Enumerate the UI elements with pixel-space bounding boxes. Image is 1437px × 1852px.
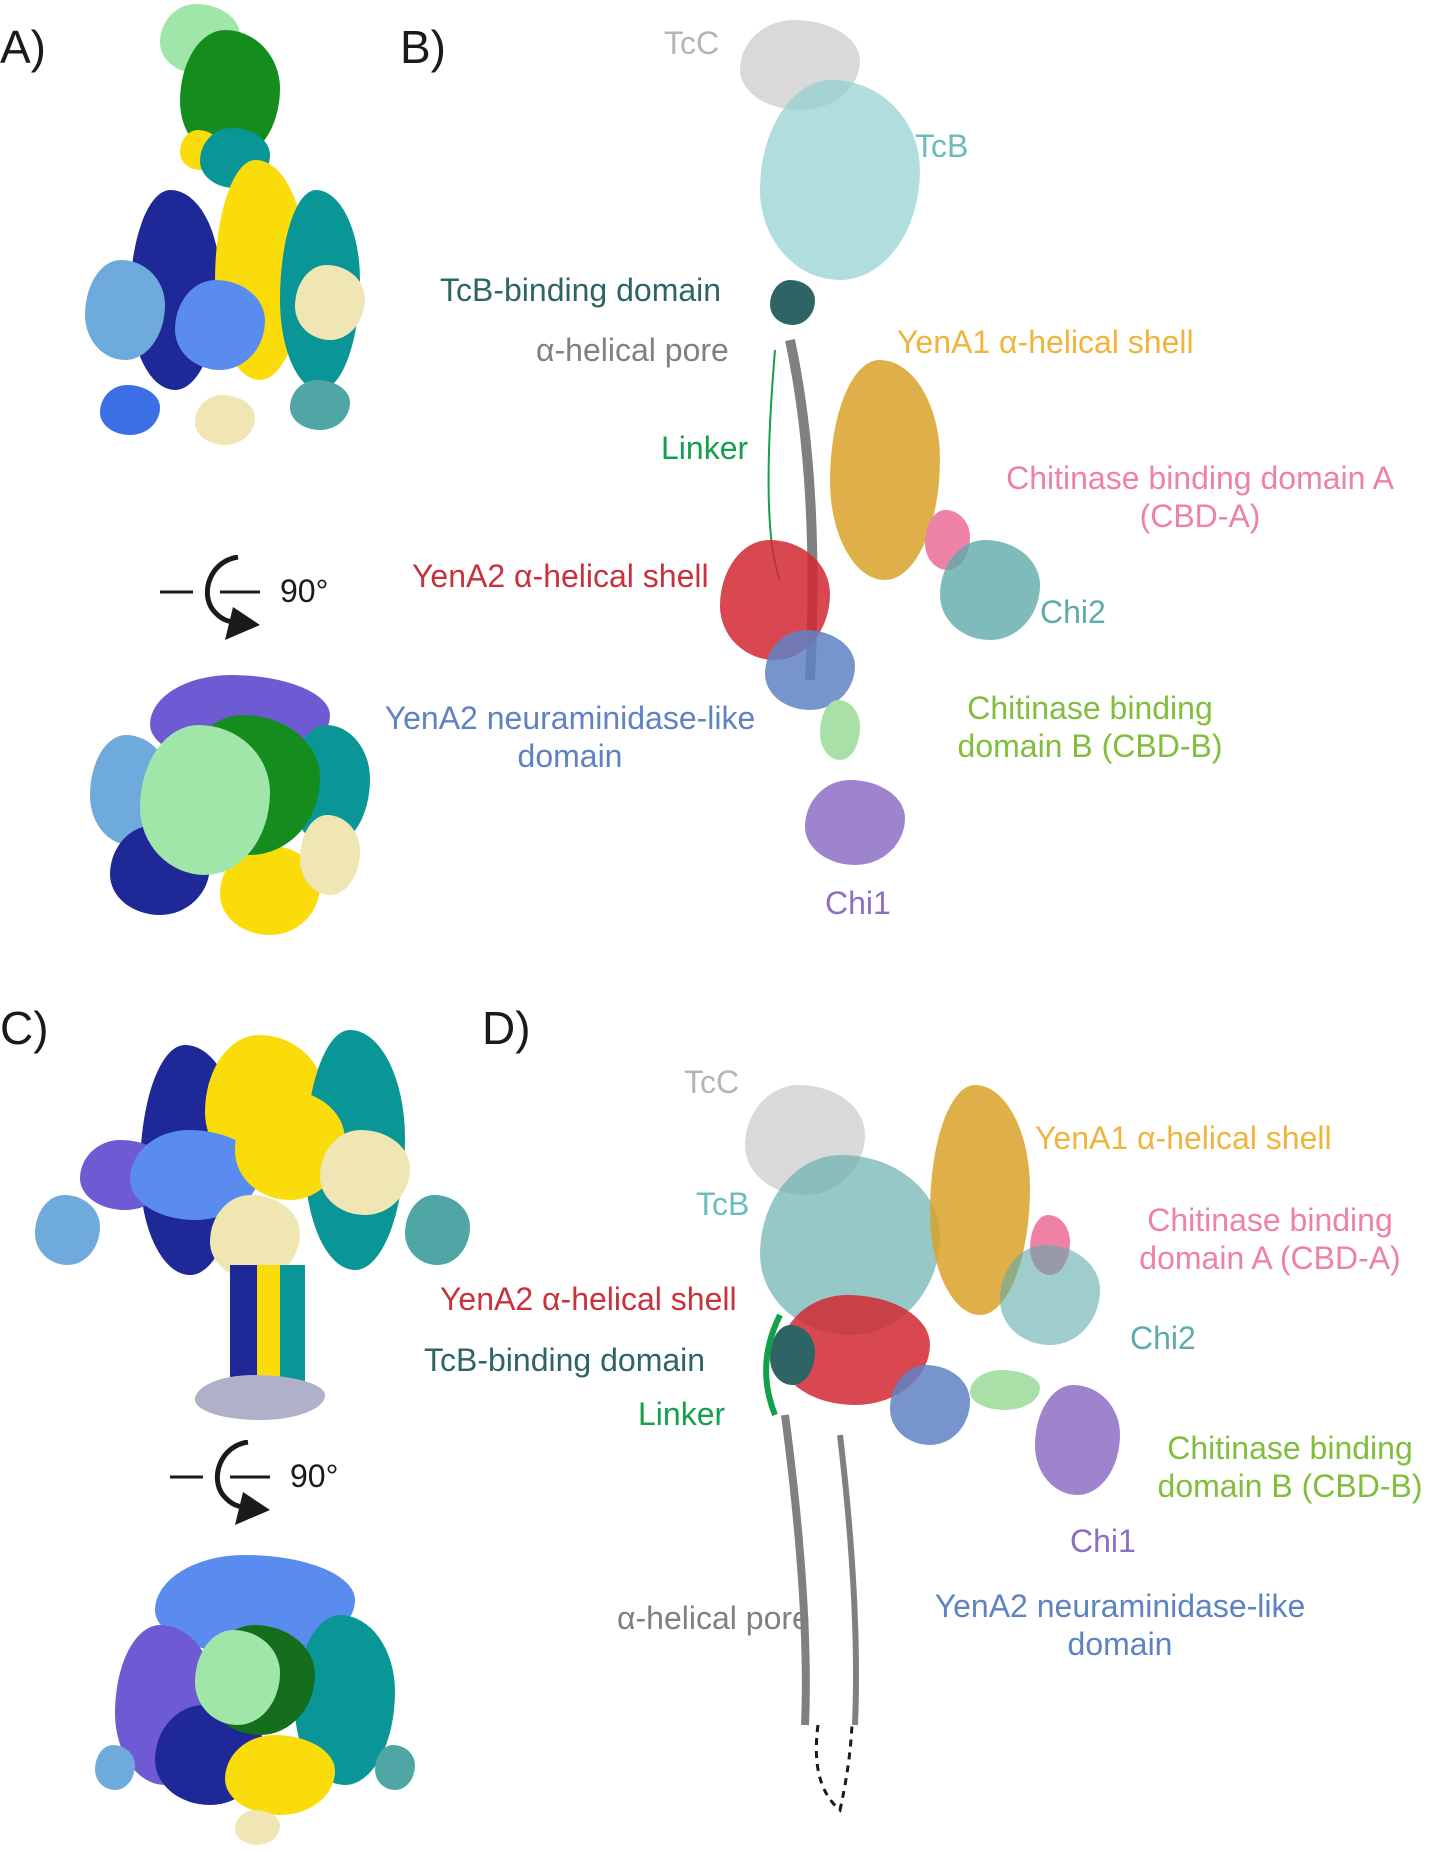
d-label-linker: Linker <box>638 1396 726 1432</box>
d-label-cbd-a-line2: domain A (CBD-A) <box>1139 1239 1401 1276</box>
b-label-cbd-a-line1: Chitinase binding domain A <box>1006 460 1394 496</box>
panel-d-letter: D) <box>482 1002 531 1054</box>
d-label-cbd-b-line2: domain B (CBD-B) <box>1157 1467 1423 1504</box>
panel-a-letter: A) <box>0 21 46 73</box>
b-label-neuraminidase-line2: domain <box>517 737 623 774</box>
d-label-cbd-a: Chitinase binding domain A (CBD-A) <box>1110 1202 1430 1278</box>
d-label-neuraminidase: YenA2 neuraminidase-like domain <box>900 1588 1340 1664</box>
b-label-tcc: TcC <box>664 25 720 61</box>
b-label-cbd-a: Chitinase binding domain A (CBD-A) <box>985 460 1415 536</box>
b-label-neuraminidase: YenA2 neuraminidase-like domain <box>360 700 780 776</box>
panel-c-letter: C) <box>0 1002 49 1054</box>
panel-c-density-map-side-view <box>35 1010 475 1450</box>
panel-b-letter: B) <box>400 21 446 73</box>
rotation-indicator-c: 90° <box>165 1440 375 1530</box>
b-label-yena1-shell: YenA1 α-helical shell <box>897 324 1194 360</box>
b-label-tcb-binding-domain: TcB-binding domain <box>440 272 722 308</box>
b-label-chi2: Chi2 <box>1040 594 1106 630</box>
rotate-arrow-icon <box>160 555 260 640</box>
b-label-cbd-a-line2: (CBD-A) <box>1139 497 1261 534</box>
rotation-indicator-a: 90° <box>155 555 365 645</box>
panel-c-density-map-top-view <box>95 1545 415 1845</box>
b-label-cbd-b-line1: Chitinase binding <box>967 690 1213 726</box>
b-label-cbd-b: Chitinase binding domain B (CBD-B) <box>880 690 1300 766</box>
d-label-chi2: Chi2 <box>1130 1320 1196 1356</box>
b-label-yena2-shell: YenA2 α-helical shell <box>412 558 709 594</box>
rotate-arrow-icon <box>170 1440 270 1525</box>
d-label-cbd-a-line1: Chitinase binding <box>1147 1202 1393 1238</box>
b-label-neuraminidase-line1: YenA2 neuraminidase-like <box>384 700 756 736</box>
b-label-cbd-b-line2: domain B (CBD-B) <box>957 727 1223 764</box>
panel-d-ribbon-structure <box>740 1065 1140 1825</box>
b-label-tcb: TcB <box>915 128 969 164</box>
b-label-chi1: Chi1 <box>825 885 891 921</box>
d-label-yena1-shell: YenA1 α-helical shell <box>1035 1120 1332 1156</box>
d-label-chi1: Chi1 <box>1070 1523 1136 1559</box>
d-label-neuraminidase-line2: domain <box>1067 1625 1173 1662</box>
rotation-angle-label: 90° <box>280 573 329 609</box>
d-label-tcb: TcB <box>696 1186 750 1222</box>
d-label-tcb-binding-domain: TcB-binding domain <box>424 1342 706 1378</box>
panel-b-ribbon-structure <box>700 10 1060 940</box>
b-label-linker: Linker <box>661 430 749 466</box>
b-label-alpha-helical-pore: α-helical pore <box>536 332 729 368</box>
d-label-neuraminidase-line1: YenA2 neuraminidase-like <box>934 1588 1306 1624</box>
d-label-cbd-b-line1: Chitinase binding <box>1167 1430 1413 1466</box>
panel-a-density-map-top-view <box>90 675 370 945</box>
rotation-angle-label: 90° <box>290 1458 339 1494</box>
d-label-yena2-shell: YenA2 α-helical shell <box>440 1281 737 1317</box>
d-label-cbd-b: Chitinase binding domain B (CBD-B) <box>1135 1430 1437 1506</box>
panel-a-density-map-side-view <box>80 0 380 520</box>
d-label-alpha-helical-pore: α-helical pore <box>617 1600 810 1636</box>
d-label-tcc: TcC <box>684 1064 740 1100</box>
